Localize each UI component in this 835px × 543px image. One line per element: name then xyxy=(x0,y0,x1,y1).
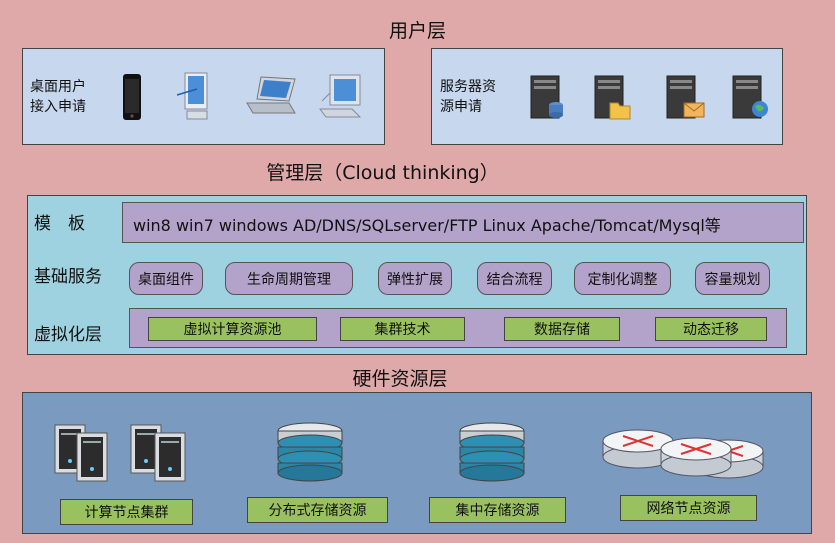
mobile-phone-icon xyxy=(122,73,142,121)
hardware-label-distributed-storage: 分布式存储资源 xyxy=(247,497,388,523)
hardware-label-central-storage: 集中存储资源 xyxy=(429,497,566,523)
server-request-label-line2: 源申请 xyxy=(440,99,482,115)
storage-stack-icon xyxy=(457,421,527,483)
web-server-icon xyxy=(730,73,772,121)
management-panel: 模 板 win8 win7 windows AD/DNS/SQLserver/F… xyxy=(27,195,807,355)
template-content-bar: win8 win7 windows AD/DNS/SQLserver/FTP L… xyxy=(122,202,804,243)
hardware-label-compute-cluster: 计算节点集群 xyxy=(60,499,193,525)
desktop-request-label-line2: 接入申请 xyxy=(30,99,86,115)
virtualization-bar: 虚拟计算资源池 集群技术 数据存储 动态迁移 xyxy=(129,308,787,348)
virtualization-label: 虚拟化层 xyxy=(34,325,102,345)
hardware-panel: 计算节点集群 分布式存储资源 集中存储资源 网络节点资源 xyxy=(22,392,812,534)
virt-item-data-storage: 数据存储 xyxy=(504,317,620,341)
virt-item-live-migration: 动态迁移 xyxy=(655,317,767,341)
service-item-elastic-scaling: 弹性扩展 xyxy=(378,262,452,295)
service-item-customization: 定制化调整 xyxy=(574,262,671,295)
hardware-layer-title: 硬件资源层 xyxy=(352,368,448,390)
server-cluster-icon xyxy=(51,421,201,483)
server-request-label: 服务器资 源申请 xyxy=(440,77,496,117)
user-layer-title: 用户层 xyxy=(388,20,446,42)
basic-services-label: 基础服务 xyxy=(34,267,102,287)
hardware-label-network-nodes: 网络节点资源 xyxy=(620,495,757,521)
management-layer-title: 管理层（Cloud thinking） xyxy=(266,162,499,184)
service-item-capacity-planning: 容量规划 xyxy=(695,262,770,295)
service-item-lifecycle-management: 生命周期管理 xyxy=(225,262,353,295)
server-resource-request-panel: 服务器资 源申请 xyxy=(431,48,783,145)
desktop-request-label: 桌面用户 接入申请 xyxy=(30,77,86,117)
service-item-process-integration: 结合流程 xyxy=(477,262,552,295)
virt-item-cluster-tech: 集群技术 xyxy=(340,317,465,341)
desktop-user-request-panel: 桌面用户 接入申请 xyxy=(22,48,385,145)
template-row-label: 模 板 xyxy=(34,214,85,234)
virt-item-compute-pool: 虚拟计算资源池 xyxy=(148,317,317,341)
desktop-monitor-icon xyxy=(175,71,215,123)
folder-server-icon xyxy=(592,73,632,121)
database-server-icon xyxy=(528,73,566,121)
network-router-icon xyxy=(601,427,771,487)
mail-server-icon xyxy=(664,73,706,121)
service-item-desktop-component: 桌面组件 xyxy=(129,262,203,295)
server-request-label-line1: 服务器资 xyxy=(440,79,496,95)
laptop-icon xyxy=(243,73,299,117)
desktop-request-label-line1: 桌面用户 xyxy=(30,79,86,95)
crt-monitor-icon xyxy=(316,71,364,121)
storage-stack-icon xyxy=(275,421,345,483)
